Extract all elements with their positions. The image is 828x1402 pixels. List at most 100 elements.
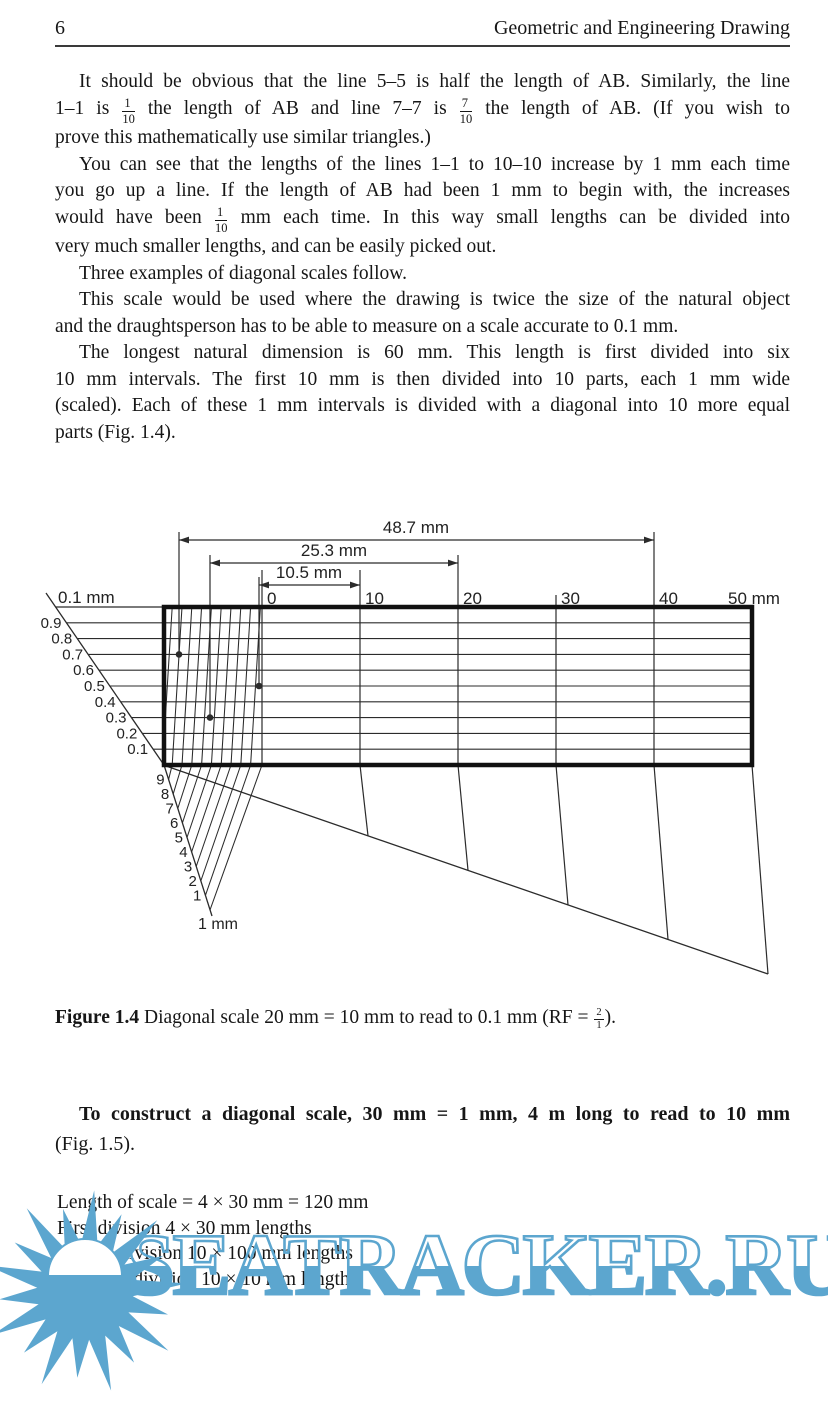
decimal-label: 0.8 <box>51 631 72 648</box>
text-run: Three examples of diagonal scales follow… <box>79 262 407 284</box>
fan-label: 8 <box>161 786 169 803</box>
text-run: very much smaller lengths, and can be ea… <box>55 236 497 257</box>
text-line: It should be obvious that the line 5–5 i… <box>55 69 790 96</box>
decimal-label: 0.9 <box>41 615 62 632</box>
mm-diagonal <box>181 606 193 766</box>
fan-line <box>172 764 183 795</box>
running-title: Geometric and Engineering Drawing <box>493 17 790 39</box>
running-head: 6 Geometric and Engineering Drawing <box>55 16 790 40</box>
text-run: and the draughtsperson has to be able to… <box>55 315 679 337</box>
arrowhead <box>644 536 654 544</box>
axis-tick-label: 20 <box>463 589 482 608</box>
text-line: very much smaller lengths, and can be ea… <box>55 234 790 261</box>
fan-line <box>195 764 232 867</box>
mm-diagonal <box>171 606 183 766</box>
reading-dot <box>255 682 263 690</box>
left-diagonal <box>45 592 165 766</box>
text-run: (scaled). Each of these 1 mm intervals i… <box>55 395 790 416</box>
fan-line <box>191 764 222 853</box>
text-run: the length of AB and line 7–7 is <box>135 97 459 119</box>
long-diagonal <box>165 765 769 975</box>
unit-label: 0.1 mm <box>58 588 115 607</box>
arrowhead <box>179 536 189 544</box>
fan-label: 7 <box>165 801 173 818</box>
reading-dot <box>206 714 214 721</box>
text-run: The longest natural dimension is 60 mm. … <box>79 342 790 363</box>
scale-list-item: First division 4 × 30 mm lengths <box>57 1217 312 1239</box>
fan-label: 5 <box>175 830 183 847</box>
text-line: The longest natural dimension is 60 mm. … <box>55 340 790 367</box>
fan-line <box>209 764 263 911</box>
text-line: prove this mathematically use similar tr… <box>55 125 790 152</box>
text-run: would have been <box>55 206 214 228</box>
text-run: 1–1 is <box>55 97 122 119</box>
fan-label: 4 <box>179 844 187 861</box>
decimal-label: 0.6 <box>73 662 94 679</box>
drop-line <box>751 764 769 975</box>
body-text: It should be obvious that the line 5–5 i… <box>55 69 790 446</box>
text-run: mm each time. In this way small lengths … <box>228 206 791 228</box>
book-page: { "header": { "page_number": "6", "runni… <box>0 16 828 1391</box>
text-line: parts (Fig. 1.4). <box>55 420 790 447</box>
fan-label: 1 <box>193 888 201 905</box>
scale-list-item: Diagonal division 10 × 10 mm lengths <box>57 1268 358 1290</box>
fan-line <box>186 764 212 838</box>
mm-diagonal <box>230 606 242 766</box>
text-line: Three examples of diagonal scales follow… <box>55 261 790 288</box>
mm-diagonal <box>220 606 232 766</box>
text-line: You can see that the lengths of the line… <box>55 152 790 179</box>
text-line: This scale would be used where the drawi… <box>55 287 790 314</box>
text-run: prove this mathematically use similar tr… <box>55 127 431 148</box>
text-line: To construct a diagonal scale, 30 mm = 1… <box>55 1100 790 1130</box>
text-run: This scale would be used where the drawi… <box>79 289 790 310</box>
fan-line <box>200 764 242 882</box>
fan-line <box>181 764 203 824</box>
drop-line <box>359 764 369 836</box>
fan-line <box>177 764 193 809</box>
text-run: you go up a line. If the length of AB ha… <box>55 180 790 201</box>
text-line: you go up a line. If the length of AB ha… <box>55 178 790 205</box>
text-run: parts (Fig. 1.4). <box>55 421 176 443</box>
decimal-label: 0.2 <box>116 725 137 742</box>
decimal-label: 0.7 <box>62 646 83 663</box>
arrowhead <box>448 559 458 567</box>
arrowhead <box>210 559 220 567</box>
decimal-label: 0.1 <box>127 741 148 758</box>
dimension-label: 25.3 mm <box>301 541 367 560</box>
text-line: (Fig. 1.5). <box>55 1130 790 1160</box>
arrowhead <box>259 581 269 589</box>
axis-tick-label: 40 <box>659 589 678 608</box>
text-line: 10 mm intervals. The first 10 mm is then… <box>55 367 790 394</box>
mm-diagonal <box>210 606 222 766</box>
text-run: You can see that the lengths of the line… <box>79 153 790 175</box>
text-run: the length of AB. (If you wish to <box>473 97 790 119</box>
construct-heading: To construct a diagonal scale, 30 mm = 1… <box>55 1100 790 1159</box>
mm-diagonal <box>191 606 203 766</box>
axis-tick-label: 50 mm <box>728 589 780 608</box>
text-run: To construct a diagonal scale, 30 mm = 1… <box>79 1103 790 1125</box>
text-run: Diagonal scale 20 mm = 10 mm to read to … <box>139 1007 594 1028</box>
fan-label: 2 <box>188 873 196 890</box>
fan-edge <box>163 764 213 917</box>
drop-line <box>457 764 469 871</box>
header-rule <box>55 45 790 47</box>
fan-label: 9 <box>156 772 164 789</box>
fan-label: 3 <box>184 859 192 876</box>
drop-line <box>555 764 569 905</box>
fan-line <box>204 764 252 896</box>
reading-dot <box>175 651 183 658</box>
text-run: (Fig. 1.5). <box>55 1132 135 1155</box>
decimal-label: 0.5 <box>84 678 105 695</box>
text-run: 10 mm intervals. The first 10 mm is then… <box>55 368 790 390</box>
drop-line <box>653 764 669 940</box>
text-line: (scaled). Each of these 1 mm intervals i… <box>55 393 790 420</box>
text-run: It should be obvious that the line 5–5 i… <box>79 71 790 92</box>
page-number: 6 <box>55 17 65 39</box>
